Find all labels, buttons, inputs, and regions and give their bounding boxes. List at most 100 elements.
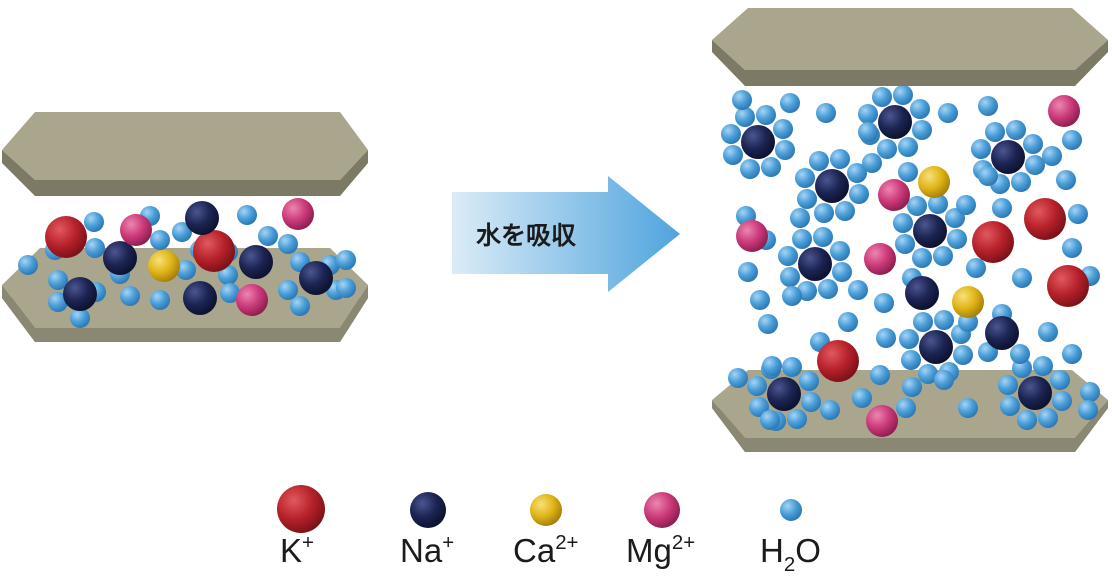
water-molecule [814, 203, 834, 223]
water-molecule [813, 227, 833, 247]
water-molecule [918, 364, 938, 384]
water-molecule [893, 213, 913, 233]
ca-ion [952, 286, 984, 318]
water-molecule [835, 201, 855, 221]
water-molecule [910, 99, 930, 119]
water-molecule [816, 103, 836, 123]
na-ion [798, 247, 832, 281]
mg-ion [236, 284, 268, 316]
legend-label-h2o: H2O [760, 532, 821, 576]
right-particles [721, 85, 1100, 437]
k-ion [193, 230, 235, 272]
water-molecule [795, 168, 815, 188]
legend-label-na: Na+ [400, 531, 455, 569]
water-molecule [1042, 146, 1062, 166]
ca-ion [918, 166, 950, 198]
water-molecule [1062, 130, 1082, 150]
water-molecule [48, 270, 68, 290]
water-molecule [848, 280, 868, 300]
legend-mg-icon [644, 492, 680, 528]
k-ion [45, 216, 87, 258]
water-molecule [820, 400, 840, 420]
water-molecule [912, 120, 932, 140]
na-ion [985, 316, 1019, 350]
water-molecule [792, 229, 812, 249]
water-molecule [838, 312, 858, 332]
ca-ion [148, 250, 180, 282]
water-molecule [1006, 120, 1026, 140]
water-molecule [928, 194, 948, 214]
legend-h2o-icon [780, 499, 802, 521]
water-molecule [898, 162, 918, 182]
legend-label-mg: Mg2+ [626, 531, 696, 569]
water-molecule [912, 248, 932, 268]
water-molecule [778, 246, 798, 266]
water-molecule [830, 241, 850, 261]
water-molecule [971, 139, 991, 159]
water-molecule [1056, 170, 1076, 190]
water-molecule [84, 212, 104, 232]
water-molecule [1038, 322, 1058, 342]
water-molecule [953, 345, 973, 365]
water-molecule [1052, 391, 1072, 411]
water-molecule [220, 283, 240, 303]
water-molecule [336, 250, 356, 270]
water-molecule [832, 262, 852, 282]
na-ion [919, 330, 953, 364]
water-molecule [830, 149, 850, 169]
water-molecule [966, 258, 986, 278]
legend-label-k: K+ [280, 531, 314, 569]
water-molecule [1000, 396, 1020, 416]
water-molecule [258, 226, 278, 246]
water-molecule [899, 329, 919, 349]
water-molecule [934, 310, 954, 330]
water-molecule [70, 308, 90, 328]
water-molecule [336, 278, 356, 298]
legend-label-ca: Ca2+ [513, 531, 579, 569]
water-molecule [902, 377, 922, 397]
water-molecule [872, 87, 892, 107]
water-molecule [876, 328, 896, 348]
water-molecule [849, 184, 869, 204]
water-molecule [1011, 172, 1031, 192]
na-ion [878, 105, 912, 139]
mg-ion [864, 243, 896, 275]
water-molecule [992, 198, 1012, 218]
water-molecule [728, 368, 748, 388]
water-molecule [1012, 268, 1032, 288]
water-molecule [898, 137, 918, 157]
mg-ion [866, 405, 898, 437]
water-molecule [809, 151, 829, 171]
k-ion [817, 340, 859, 382]
water-molecule [1033, 356, 1053, 376]
water-molecule [782, 286, 802, 306]
water-molecule [852, 388, 872, 408]
water-molecule [762, 356, 782, 376]
water-molecule [947, 229, 967, 249]
water-molecule [782, 357, 802, 377]
water-molecule [893, 85, 913, 105]
water-molecule [1023, 134, 1043, 154]
mg-ion [120, 214, 152, 246]
water-molecule [934, 370, 954, 390]
water-molecule [150, 290, 170, 310]
water-molecule [896, 398, 916, 418]
water-molecule [870, 365, 890, 385]
water-molecule [938, 103, 958, 123]
water-molecule [790, 208, 810, 228]
na-ion [103, 241, 137, 275]
water-molecule [1078, 400, 1098, 420]
water-molecule [120, 286, 140, 306]
water-molecule [1038, 408, 1058, 428]
water-molecule [1062, 344, 1082, 364]
water-molecule [721, 124, 741, 144]
water-molecule [1017, 410, 1037, 430]
legend-k-icon [277, 485, 325, 533]
water-molecule [799, 371, 819, 391]
na-ion [183, 281, 217, 315]
water-molecule [758, 314, 778, 334]
na-ion [239, 245, 273, 279]
water-molecule [787, 409, 807, 429]
water-absorption-arrow: 水を吸収 [452, 176, 680, 292]
water-molecule [747, 376, 767, 396]
